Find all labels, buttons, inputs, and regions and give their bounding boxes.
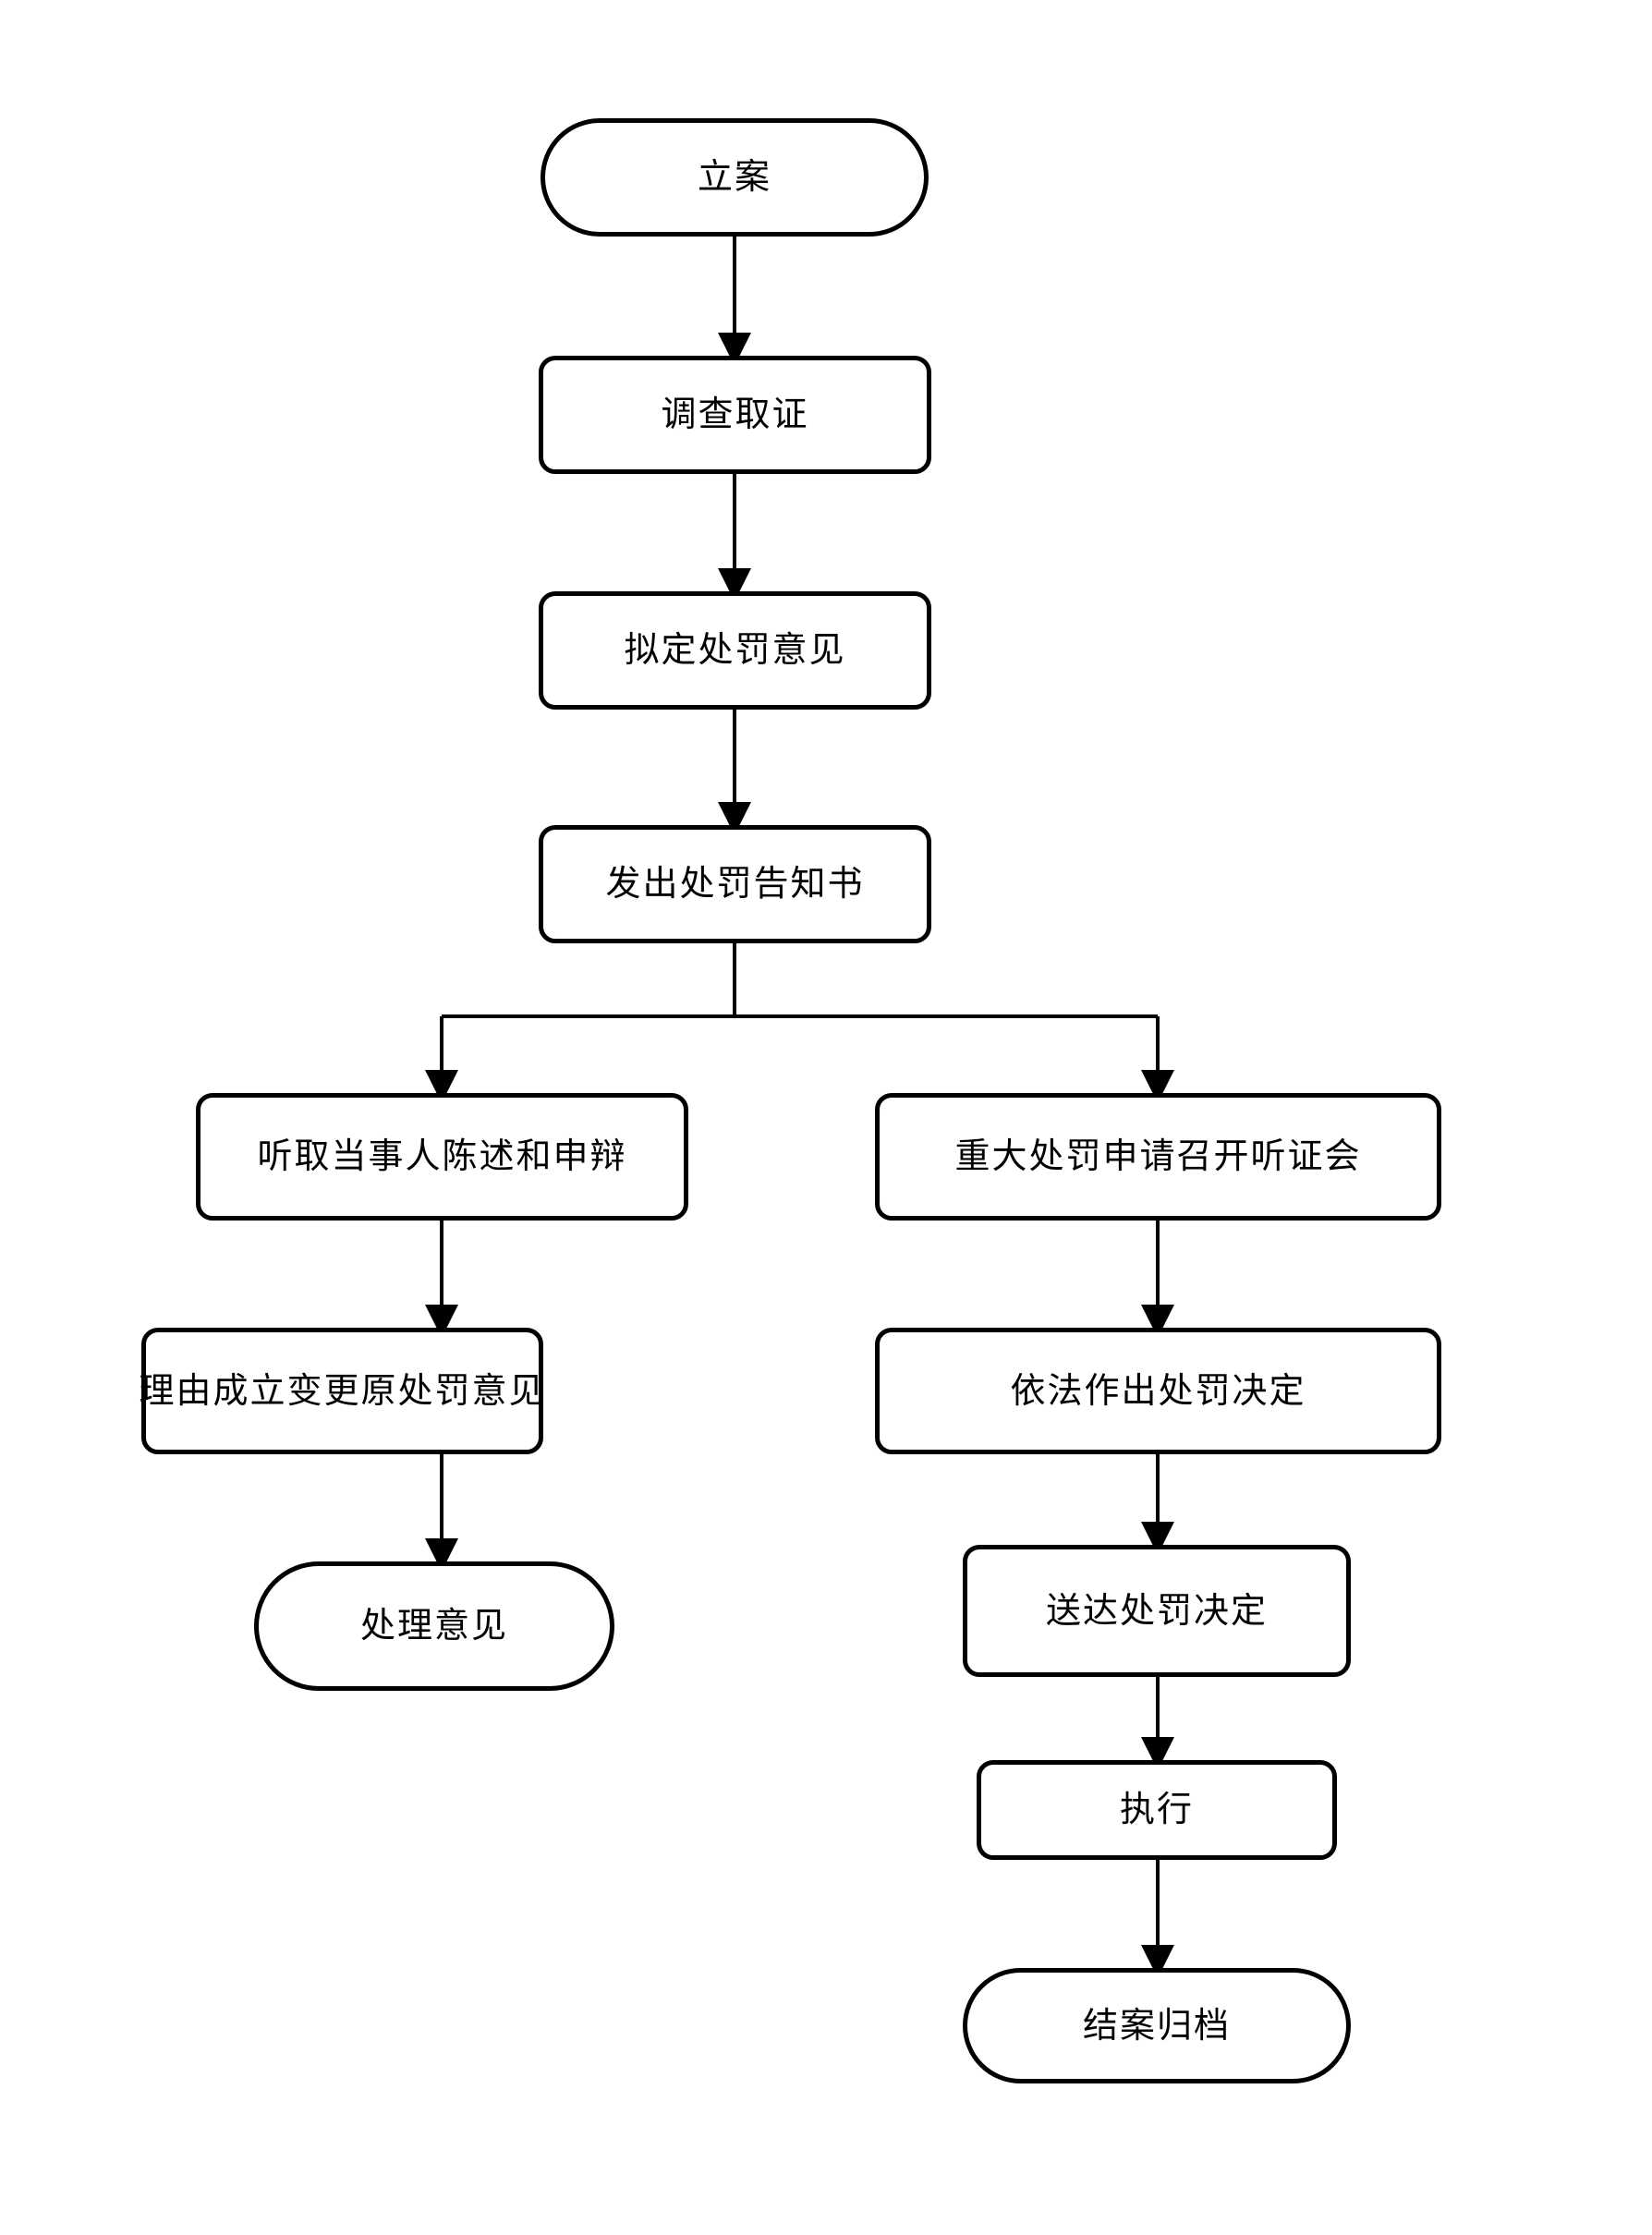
node-handling-opinion[interactable]: 处理意见 bbox=[254, 1561, 614, 1691]
node-label: 理由成立变更原处罚意见 bbox=[139, 1369, 546, 1411]
node-major-penalty-hearing-request[interactable]: 重大处罚申请召开听证会 bbox=[875, 1093, 1441, 1221]
node-issue-penalty-notice[interactable]: 发出处罚告知书 bbox=[539, 825, 931, 943]
node-label: 调查取证 bbox=[661, 394, 809, 435]
node-label: 送达处罚决定 bbox=[1045, 1589, 1268, 1631]
node-investigation[interactable]: 调查取证 bbox=[539, 356, 931, 474]
node-label: 依法作出处罚决定 bbox=[1010, 1369, 1306, 1411]
node-label: 重大处罚申请召开听证会 bbox=[954, 1136, 1362, 1177]
node-label: 执行 bbox=[1119, 1789, 1194, 1830]
node-draft-penalty-opinion[interactable]: 拟定处罚意见 bbox=[539, 591, 931, 710]
node-close-and-archive[interactable]: 结案归档 bbox=[963, 1968, 1351, 2083]
node-label: 结案归档 bbox=[1082, 2004, 1231, 2046]
node-label: 拟定处罚意见 bbox=[624, 629, 846, 671]
node-case-filing[interactable]: 立案 bbox=[541, 118, 929, 237]
node-label: 发出处罚告知书 bbox=[605, 863, 865, 905]
node-execute[interactable]: 执行 bbox=[977, 1760, 1337, 1860]
node-label: 听取当事人陈述和申辩 bbox=[257, 1136, 627, 1177]
node-label: 处理意见 bbox=[359, 1605, 508, 1646]
node-amend-original-penalty-opinion[interactable]: 理由成立变更原处罚意见 bbox=[139, 1328, 546, 1454]
node-hear-party-statement[interactable]: 听取当事人陈述和申辩 bbox=[196, 1093, 688, 1221]
node-serve-penalty-decision[interactable]: 送达处罚决定 bbox=[963, 1545, 1351, 1677]
node-label: 立案 bbox=[697, 156, 771, 198]
node-make-penalty-decision[interactable]: 依法作出处罚决定 bbox=[875, 1328, 1441, 1454]
